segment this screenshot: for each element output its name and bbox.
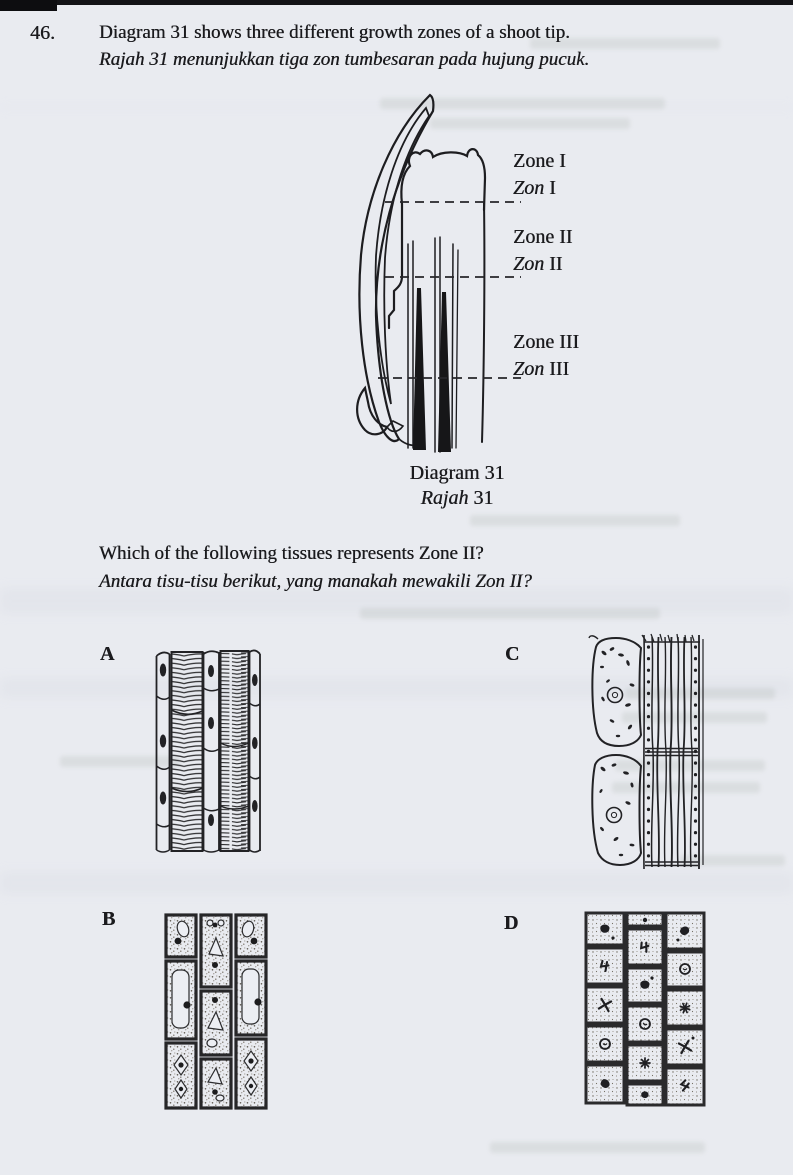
option-a-letter: A [100,643,115,665]
question-number: 46. [30,22,55,44]
mitotic-figures [597,917,695,1098]
zone-boundary-dashed-lines [378,201,521,379]
option-b-letter: B [102,908,116,930]
zone-3-label-en: Zone III [513,331,580,353]
bleedthrough-smudge [680,855,785,866]
option-b-tissue-illustration [164,913,268,1110]
option-c-tissue-illustration [588,633,704,870]
bleedthrough-smudge [430,118,630,129]
question-prompt-ms: Antara tisu-tisu berikut, yang manakah m… [99,571,532,592]
question-prompt-en: Which of the following tissues represent… [99,543,484,564]
bleedthrough-smudge [625,688,775,699]
option-c-letter: C [505,643,520,665]
bleedthrough-smudge [615,760,765,771]
zone-2-label-en: Zone II [513,226,573,248]
scan-band [0,106,793,109]
bleedthrough-smudge [360,608,660,619]
scan-edge-artifact [0,0,793,5]
companion-cell-dots [646,645,698,867]
bleedthrough-smudge [380,98,665,109]
option-a-tissue-illustration [155,649,261,853]
scan-band [0,588,793,614]
bleedthrough-smudge [612,782,760,793]
scan-edge-corner [0,0,57,11]
zone-1-label-en: Zone I [513,150,566,172]
option-d-tissue-illustration [584,911,706,1107]
diagram-caption-en: Diagram 31 [409,462,505,484]
cell-organelles [599,647,635,857]
bleedthrough-smudge [470,515,680,526]
vascular-strands [413,288,451,452]
question-stem-ms: Rajah 31 menunjukkan tiga zon tumbesaran… [99,49,590,70]
bleedthrough-smudge [490,1142,705,1153]
question-stem-en: Diagram 31 shows three different growth … [99,22,570,43]
cell-nuclei [174,922,262,1095]
shoot-tip-illustration [356,93,521,453]
cell-nuclei [605,686,624,824]
option-d-letter: D [504,912,519,934]
bleedthrough-smudge [530,38,720,49]
scan-band [0,872,793,894]
bleedthrough-smudge [60,756,180,767]
cell-nuclei [159,663,258,826]
